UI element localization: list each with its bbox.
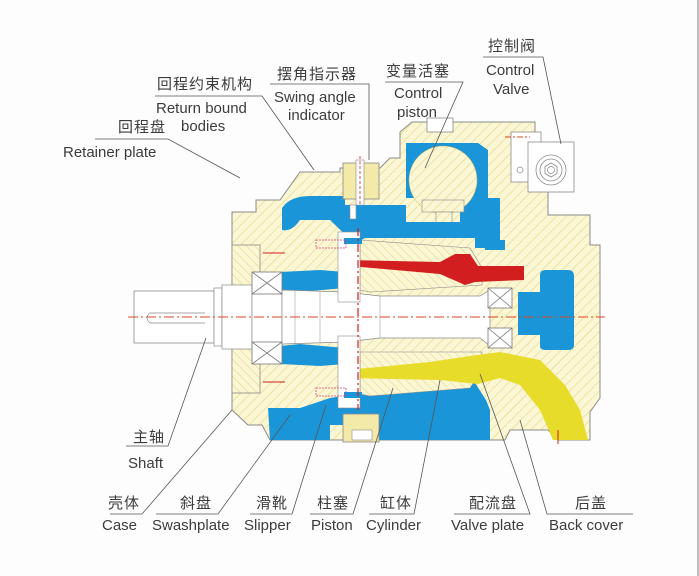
label-swashplate-en: Swashplate bbox=[152, 517, 230, 534]
label-control-piston-en1: Control bbox=[394, 85, 443, 102]
label-slipper-zh: 滑靴 bbox=[256, 494, 289, 512]
front-bearing bbox=[251, 271, 283, 365]
label-retainer-plate-en: Retainer plate bbox=[63, 144, 157, 161]
suction-piston bbox=[347, 352, 588, 440]
front-bearing-blue-upper bbox=[280, 270, 345, 292]
label-back-cover-en: Back cover bbox=[549, 517, 624, 534]
upper-passage bbox=[282, 196, 500, 248]
label-back-cover-zh: 后盖 bbox=[575, 494, 608, 512]
right-edge-border bbox=[697, 0, 699, 576]
label-swing-angle-indicator-en1: Swing angle bbox=[274, 89, 356, 106]
control-valve bbox=[505, 131, 575, 193]
label-valve-plate-en: Valve plate bbox=[451, 517, 525, 534]
label-control-valve-en1: Control bbox=[486, 62, 535, 79]
label-case-zh: 壳体 bbox=[108, 494, 141, 512]
bottom-plug bbox=[342, 413, 380, 443]
label-control-valve-en2: Valve bbox=[493, 81, 530, 98]
label-shaft-zh: 主轴 bbox=[133, 428, 166, 446]
back-cover-chamber bbox=[518, 270, 574, 350]
label-control-piston-en2: piston bbox=[397, 104, 438, 121]
label-case-en: Case bbox=[102, 517, 138, 534]
label-valve-plate-zh: 配流盘 bbox=[469, 494, 518, 512]
label-return-bound-bodies-en2: bodies bbox=[181, 118, 226, 135]
retainer-slipper-lower bbox=[315, 335, 362, 409]
front-screws bbox=[263, 252, 285, 383]
label-swing-angle-indicator-en2: indicator bbox=[288, 107, 345, 124]
swing-angle-indicator bbox=[342, 156, 380, 220]
label-shaft-en: Shaft bbox=[128, 455, 164, 472]
label-piston-en: Piston bbox=[311, 517, 353, 534]
lower-passage bbox=[268, 375, 490, 440]
label-cylinder-en: Cylinder bbox=[366, 517, 422, 534]
label-return-bound-bodies-en1: Return bound bbox=[156, 100, 247, 117]
label-slipper-en: Slipper bbox=[244, 517, 291, 534]
label-retainer-plate-zh: 回程盘 bbox=[118, 118, 167, 136]
leader-lines bbox=[95, 56, 633, 515]
front-bearing-blue-lower bbox=[280, 344, 345, 366]
retainer-slipper-upper bbox=[315, 231, 362, 303]
shaft bbox=[133, 284, 491, 350]
rear-bearing bbox=[487, 287, 513, 349]
high-pressure-piston bbox=[347, 254, 524, 285]
label-return-bound-bodies-zh: 回程约束机构 bbox=[157, 75, 254, 93]
label-piston-zh: 柱塞 bbox=[317, 494, 350, 512]
label-control-piston-zh: 变量活塞 bbox=[386, 62, 451, 80]
label-swing-angle-indicator-zh: 摆角指示器 bbox=[277, 65, 358, 83]
label-control-valve-zh: 控制阀 bbox=[488, 37, 537, 55]
label-cylinder-zh: 缸体 bbox=[380, 494, 413, 512]
label-swashplate-zh: 斜盘 bbox=[180, 494, 213, 512]
